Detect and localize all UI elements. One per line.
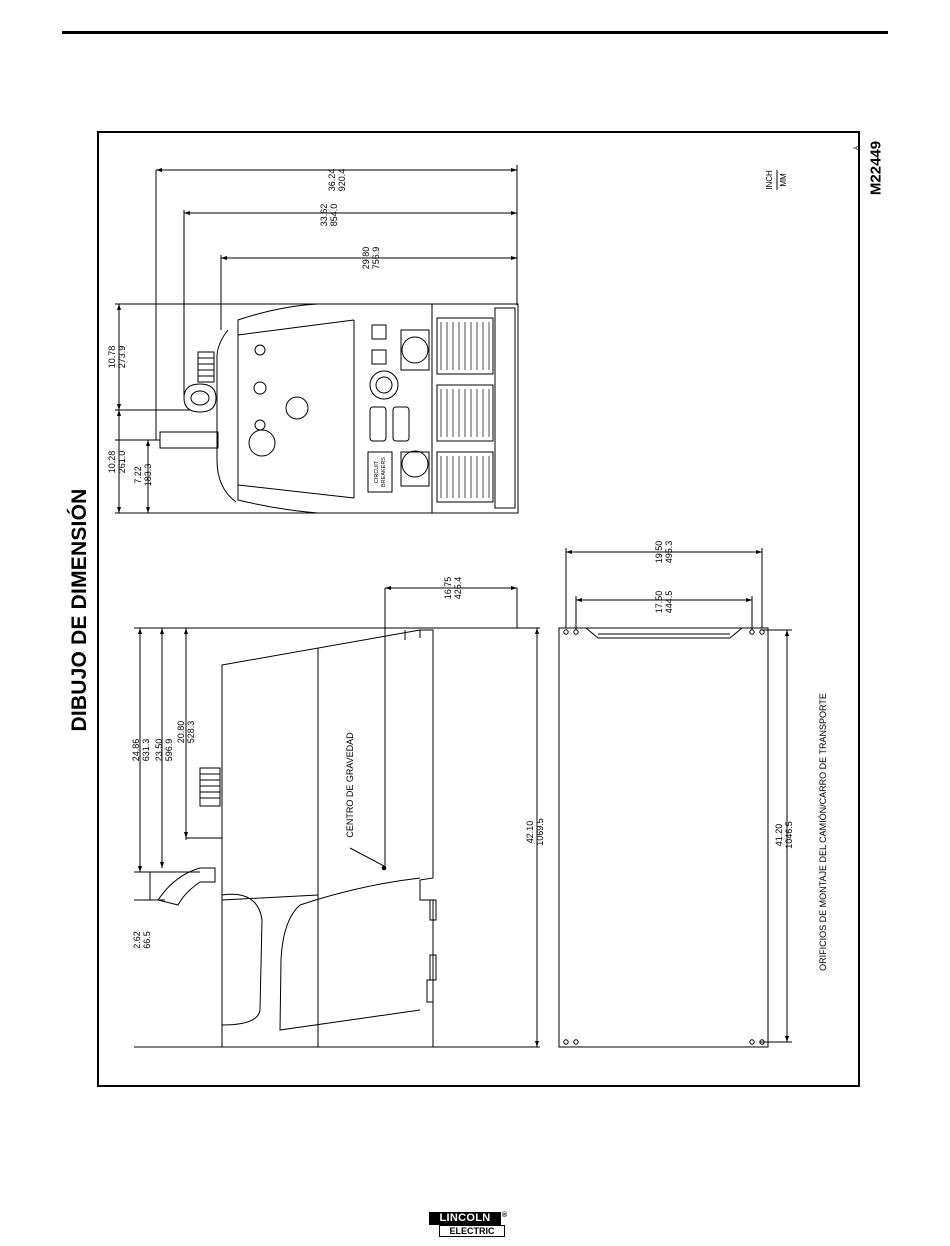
top-view [115, 165, 519, 514]
top-rule [62, 31, 888, 34]
dim-29-80-mm: 756.9 [371, 247, 381, 270]
logo-top: LINCOLN [429, 1212, 501, 1225]
dim-41-20-inch: 41.20 [774, 824, 784, 847]
dim-20-80-mm: 528.3 [186, 721, 196, 744]
side-view [134, 587, 540, 1048]
dim-2-62-inch: 2.62 [132, 931, 142, 949]
dim-10-78-mm: 273.9 [117, 346, 127, 369]
dim-17-50-inch: 17.50 [654, 591, 664, 614]
dim-24-86-inch: 24.86 [131, 739, 141, 762]
dim-41-20-mm: 1046.5 [784, 821, 794, 849]
dim-42-10-mm: 1069.5 [535, 818, 545, 846]
dim-24-86-mm: 631.3 [141, 739, 151, 762]
dim-20-80-inch: 20.80 [176, 721, 186, 744]
dim-36-24-inch: 36.24 [327, 169, 337, 192]
dim-17-50-mm: 444.5 [664, 591, 674, 614]
dim-10-78-inch: 10.78 [107, 346, 117, 369]
dim-33-62-inch: 33.62 [319, 204, 329, 227]
dim-23-50-mm: 596.9 [164, 739, 174, 762]
cg-label: CENTRO DE GRAVEDAD [345, 732, 355, 838]
mounting-holes-label: ORIFICIOS DE MONTAJE DEL CAMIÓN/CARRO DE… [818, 693, 828, 971]
dim-16-75-inch: 16.75 [443, 577, 453, 600]
dim-10-28-inch: 10.28 [107, 451, 117, 474]
units-mm: MM [779, 173, 788, 187]
logo-registered-mark: ® [502, 1212, 508, 1219]
dim-33-62-mm: 854.0 [329, 204, 339, 227]
dim-36-24-mm: 920.4 [337, 169, 347, 192]
dim-42-10-inch: 42.10 [525, 821, 535, 844]
dim-23-50-inch: 23.50 [154, 739, 164, 762]
dim-29-80-inch: 29.80 [361, 247, 371, 270]
revision-letter: A [854, 146, 860, 150]
dim-2-62-mm: 66.5 [142, 931, 152, 949]
drawing-frame [97, 131, 860, 1087]
dim-7-22-inch: 7.22 [133, 466, 143, 484]
dim-10-28-mm: 261.0 [117, 451, 127, 474]
circuit-label-line2: BREAKERS [381, 457, 387, 487]
dim-16-75-mm: 425.4 [453, 577, 463, 600]
circuit-label-line1: CIRCUIT [374, 460, 380, 483]
dim-19-50-inch: 19.50 [654, 541, 664, 564]
base-view [558, 548, 792, 1048]
units-inch: INCH [765, 170, 774, 190]
lincoln-electric-logo: LINCOLN ELECTRIC ® [429, 1212, 509, 1238]
dim-7-22-mm: 183.3 [143, 464, 153, 487]
dim-19-50-mm: 495.3 [664, 541, 674, 564]
logo-bottom: ELECTRIC [439, 1225, 505, 1237]
